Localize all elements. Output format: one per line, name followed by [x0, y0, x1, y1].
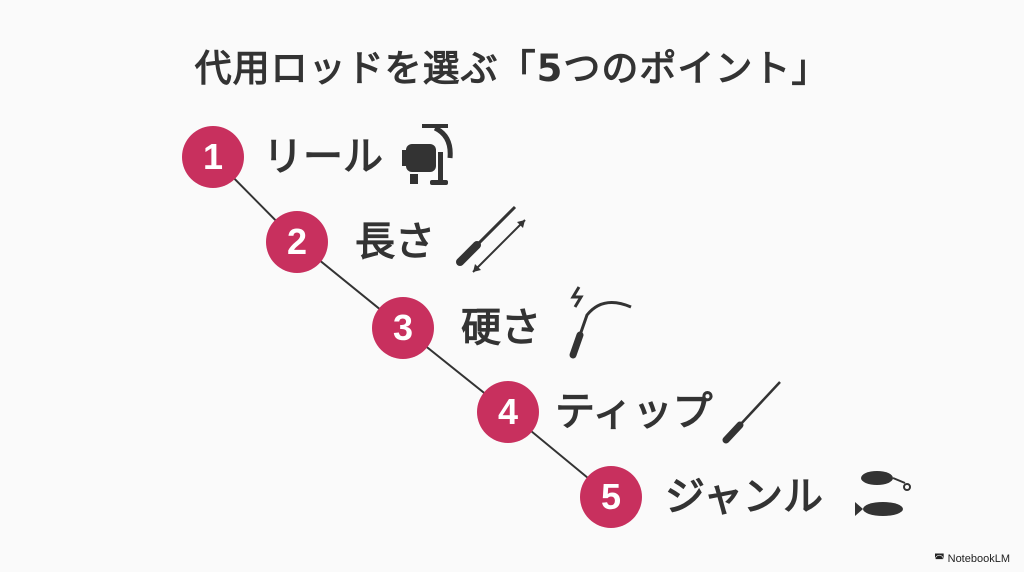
bent-rod-icon: [569, 286, 632, 359]
step-circle-4: 4: [477, 381, 539, 443]
step-label-5: ジャンル: [665, 474, 823, 520]
step-circle-2: 2: [266, 211, 328, 273]
slide-title: 代用ロッドを選ぶ「5つのポイント」: [194, 47, 830, 90]
lure-fish-icon: [855, 471, 911, 516]
step-label-4: ティップ: [555, 389, 713, 435]
step-label-2: 長さ: [355, 219, 435, 265]
fishing-reel-icon: [402, 124, 453, 185]
step-label-3: 硬さ: [461, 305, 541, 351]
step-circle-1: 1: [182, 126, 244, 188]
step-circle-3: 3: [372, 297, 434, 359]
step-circle-5: 5: [580, 466, 642, 528]
notebooklm-logo-icon: ◚: [933, 553, 945, 565]
notebooklm-brand: ◚ NotebookLM: [933, 552, 1010, 566]
rod-tip-icon: [722, 381, 781, 444]
step-label-1: リール: [263, 134, 383, 180]
brand-text: NotebookLM: [947, 552, 1010, 565]
rod-length-icon: [456, 205, 526, 273]
